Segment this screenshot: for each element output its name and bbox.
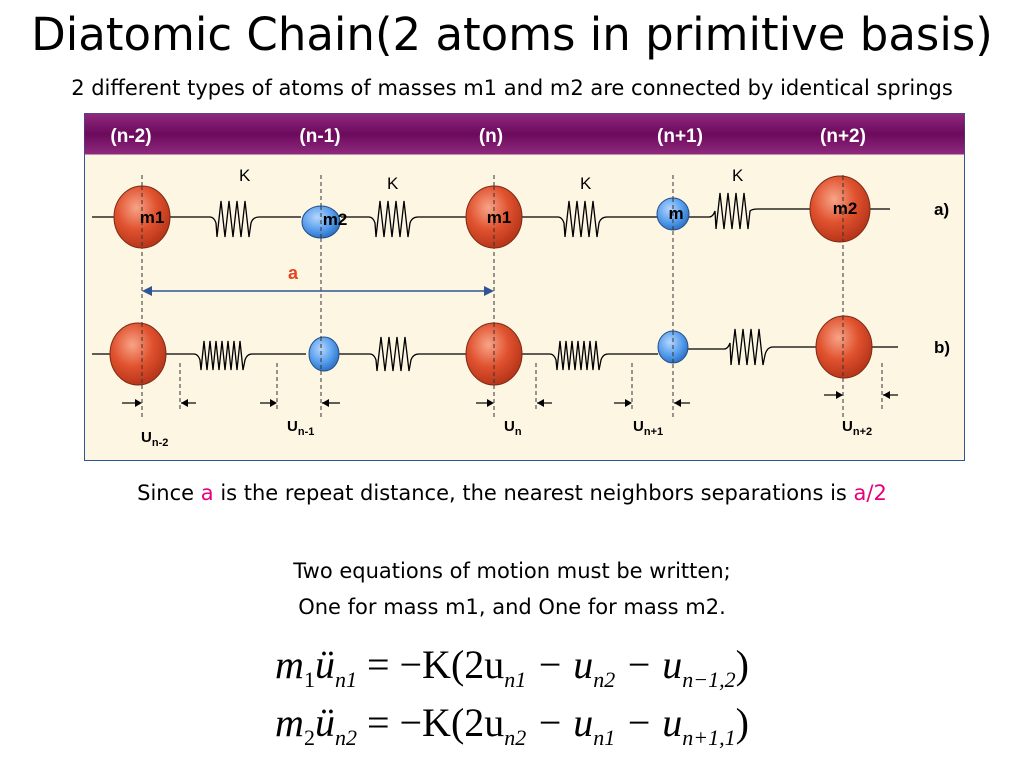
displacement-label-n+1: Un+1 [633, 418, 663, 438]
atom-label-4: m [668, 204, 683, 223]
row-b-atom-dash-overlay [141, 316, 844, 385]
row-b-springs [92, 328, 898, 372]
header-label-n-1: (n-1) [299, 126, 340, 147]
slide-subtitle: 2 different types of atoms of masses m1 … [71, 76, 953, 100]
atom-b-n+2 [815, 315, 873, 379]
atom-m2-n+2 [809, 175, 871, 243]
displacement-label-n+2: Un+2 [842, 418, 872, 438]
header-label-n-2: (n-2) [110, 126, 151, 147]
diatomic-chain-figure: (n-2) (n-1) (n) (n+1) (n+2) K K K K [84, 113, 965, 461]
repeat-distance-note: Since a is the repeat distance, the near… [137, 481, 887, 505]
displacement-arrows [122, 391, 898, 407]
row-a-label: a) [934, 200, 949, 219]
atom-label-2: m2 [323, 210, 348, 229]
header-band [84, 113, 965, 155]
note-a-half: a/2 [853, 481, 887, 505]
equation-mass-2: m2ün2 = −K(2un2 − un1 − un+1,1) [275, 700, 749, 750]
equations-intro-1: Two equations of motion must be written; [293, 559, 731, 583]
row-b-atoms [109, 315, 873, 386]
atom-label-1: m1 [140, 208, 165, 227]
lattice-constant-arrow [142, 286, 494, 296]
displacement-label-n-1: Un-1 [287, 418, 314, 438]
spring-label-2: K [387, 174, 399, 193]
row-b-label: b) [934, 338, 950, 357]
figure-panel [84, 113, 965, 461]
header-label-n: (n) [479, 126, 503, 147]
lattice-constant-label: a [288, 263, 299, 283]
spring-label-3: K [580, 174, 592, 193]
row-a-springs [92, 192, 890, 238]
spring-label-1: K [239, 166, 251, 185]
equation-mass-1: m1ün1 = −K(2un1 − un2 − un−1,2) [275, 642, 749, 692]
row-a-atom-dash-overlay [141, 176, 844, 248]
atom-b-n-2 [109, 322, 167, 386]
header-label-n+1: (n+1) [657, 126, 703, 147]
note-a: a [200, 481, 214, 505]
spring-label-4: K [732, 166, 744, 185]
header-label-n+2: (n+2) [820, 126, 866, 147]
displacement-label-n-2: Un-2 [141, 429, 168, 449]
equations-intro-2: One for mass m1, and One for mass m2. [298, 595, 726, 619]
equilibrium-guides [141, 175, 883, 418]
atom-b-n-1 [308, 336, 340, 372]
atom-label-5: m2 [833, 199, 858, 218]
atom-label-3: m1 [487, 208, 512, 227]
displacement-label-n: Un [504, 418, 522, 438]
slide-title: Diatomic Chain(2 atoms in primitive basi… [31, 8, 993, 61]
